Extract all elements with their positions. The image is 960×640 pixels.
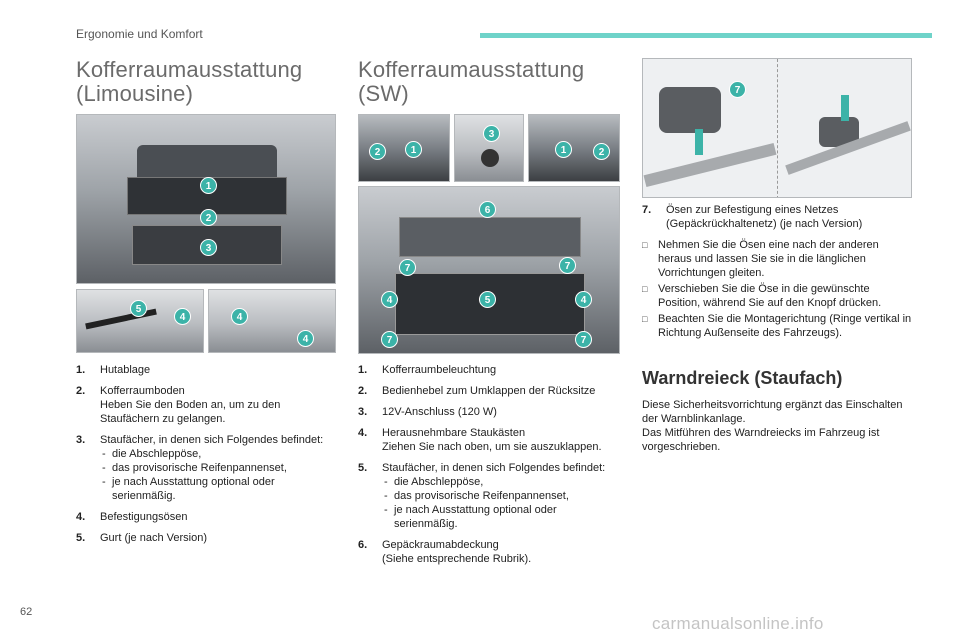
limousine-legend-list: 1. Hutablage 2. Kofferraumboden Heben Sie d… <box>76 363 326 552</box>
badge-2: 2 <box>369 143 386 160</box>
list-item-number: 5. <box>76 532 86 544</box>
page-number: 62 <box>20 606 33 618</box>
badge-1: 1 <box>555 141 572 158</box>
badge-2: 2 <box>200 209 217 226</box>
list-item-number: 5. <box>358 462 368 474</box>
list-item: 5. Staufächer, in denen sich Folgendes be… <box>358 461 618 531</box>
list-item-text: Staufächer, in denen sich Folgendes befi… <box>382 462 606 474</box>
list-item-text: Staufächer, in denen sich Folgendes befi… <box>100 434 324 446</box>
badge-4: 4 <box>381 291 398 308</box>
badge-1: 1 <box>200 177 217 194</box>
sw-title-line2: (SW) <box>358 81 409 106</box>
list-item-text: Befestigungsösen <box>100 511 188 523</box>
list-item-text: Kofferraumbeleuchtung <box>382 364 497 376</box>
note-item: Nehmen Sie die Ösen eine nach der andere… <box>642 238 912 280</box>
badge-7: 7 <box>559 257 576 274</box>
list-subitem: je nach Ausstattung optional oder serien… <box>382 503 618 531</box>
badge-7: 7 <box>399 259 416 276</box>
item-7-number: 7. <box>642 204 652 216</box>
list-item: 3. 12V-Anschluss (120 W) <box>358 405 618 419</box>
list-subitem: die Abschleppöse, <box>382 475 618 489</box>
list-subitem: die Abschleppöse, <box>100 447 326 461</box>
badge-7: 7 <box>729 81 746 98</box>
badge-3: 3 <box>200 239 217 256</box>
limousine-title-line1: Kofferraumausstattung <box>76 57 303 82</box>
list-item: 4. Herausnehmbare Staukästen Ziehen Sie n… <box>358 426 618 454</box>
watermark: carmanualsonline.info <box>652 614 824 633</box>
list-item-text: Gurt (je nach Version) <box>100 532 207 544</box>
note-item: Verschieben Sie die Öse in die gewünscht… <box>642 282 912 310</box>
header-accent-bar <box>480 33 932 38</box>
list-item-text: Bedienhebel zum Umklappen der Rücksitze <box>382 385 596 397</box>
badge-4: 4 <box>297 330 314 347</box>
limousine-title: Kofferraumausstattung (Limousine) <box>76 58 302 106</box>
badge-4: 4 <box>231 308 248 325</box>
badge-4: 4 <box>174 308 191 325</box>
item-7: 7. Ösen zur Befestigung eines Netzes (Ge… <box>642 203 912 231</box>
badge-7: 7 <box>381 331 398 348</box>
warning-triangle-paragraph: Diese Sicherheitsvorrichtung ergänzt das… <box>642 399 903 453</box>
limousine-side-left-photo: 5 4 <box>76 289 204 353</box>
list-item: 2. Bedienhebel zum Umklappen der Rücksitz… <box>358 384 618 398</box>
eyelet-notes: Nehmen Sie die Ösen eine nach der andere… <box>642 238 912 342</box>
sw-top-right-photo: 1 2 <box>528 114 620 182</box>
list-item-text: Kofferraumboden Heben Sie den Boden an, … <box>100 385 281 425</box>
list-item-number: 4. <box>76 511 86 523</box>
list-item-text: 12V-Anschluss (120 W) <box>382 406 497 418</box>
list-item: 4. Befestigungsösen <box>76 510 326 524</box>
sw-trunk-photo: 6 7 7 4 5 4 7 7 <box>358 186 620 354</box>
note-item: Beachten Sie die Montagerichtung (Ringe … <box>642 312 912 340</box>
list-item-number: 4. <box>358 427 368 439</box>
badge-2: 2 <box>593 143 610 160</box>
badge-4: 4 <box>575 291 592 308</box>
badge-5: 5 <box>130 300 147 317</box>
sw-legend-list: 1. Kofferraumbeleuchtung 2. Bedienhebel zum… <box>358 363 618 573</box>
list-item-number: 3. <box>358 406 368 418</box>
limousine-trunk-photo: 1 2 3 <box>76 114 336 284</box>
list-subitem: das provisorische Reifenpannenset, <box>100 461 326 475</box>
sw-top-left-photo: 2 1 <box>358 114 450 182</box>
sw-title: Kofferraumausstattung (SW) <box>358 58 584 106</box>
list-item-number: 3. <box>76 434 86 446</box>
badge-6: 6 <box>479 201 496 218</box>
header-section-label: Ergonomie und Komfort <box>76 27 203 41</box>
limousine-side-right-photo: 4 4 <box>208 289 336 353</box>
eyelet-illustration: 7 <box>642 58 912 198</box>
badge-7: 7 <box>575 331 592 348</box>
badge-5: 5 <box>479 291 496 308</box>
list-item: 5. Gurt (je nach Version) <box>76 531 326 545</box>
list-item: 1. Hutablage <box>76 363 326 377</box>
list-item-text: Herausnehmbare Staukästen Ziehen Sie nac… <box>382 427 602 453</box>
sw-top-mid-photo: 3 <box>454 114 524 182</box>
badge-3: 3 <box>483 125 500 142</box>
list-item-number: 2. <box>358 385 368 397</box>
list-item: 1. Kofferraumbeleuchtung <box>358 363 618 377</box>
list-item: 6. Gepäckraumabdeckung (Siehe entsprechen… <box>358 538 618 566</box>
sw-title-line1: Kofferraumausstattung <box>358 57 585 82</box>
badge-1: 1 <box>405 141 422 158</box>
list-item-number: 6. <box>358 539 368 551</box>
list-item: 3. Staufächer, in denen sich Folgendes be… <box>76 433 326 503</box>
list-item: 2. Kofferraumboden Heben Sie den Boden an… <box>76 384 326 426</box>
list-item-number: 2. <box>76 385 86 397</box>
warning-triangle-heading: Warndreieck (Staufach) <box>642 368 843 388</box>
list-item-number: 1. <box>76 364 86 376</box>
list-item-number: 1. <box>358 364 368 376</box>
list-subitem: das provisorische Reifenpannenset, <box>382 489 618 503</box>
limousine-title-line2: (Limousine) <box>76 81 194 106</box>
list-item-text: Gepäckraumabdeckung (Siehe entsprechende… <box>382 539 532 565</box>
list-subitem: je nach Ausstattung optional oder serien… <box>100 475 326 503</box>
item-7-text: Ösen zur Befestigung eines Netzes (Gepäc… <box>666 204 863 230</box>
list-item-text: Hutablage <box>100 364 151 376</box>
